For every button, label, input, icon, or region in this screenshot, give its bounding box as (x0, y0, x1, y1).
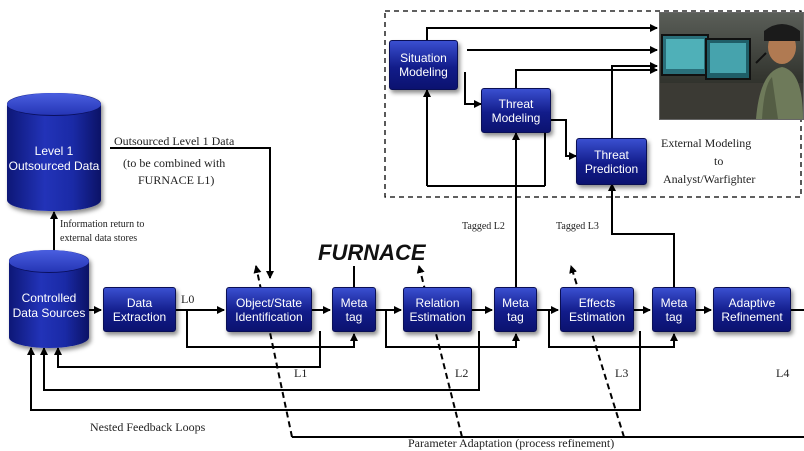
diagram-title: FURNACE (318, 240, 426, 266)
level1-outsourced-data-cylinder: Level 1 Outsourced Data (7, 93, 101, 211)
l0-label: L0 (181, 292, 194, 306)
outsourced-l1-label-line1: Outsourced Level 1 Data (114, 134, 234, 148)
threat-modeling-block: Threat Modeling (481, 88, 551, 133)
effects-estimation-block: Effects Estimation (560, 287, 634, 332)
analyst-photo-icon (659, 12, 804, 120)
meta-tag-1-block: Meta tag (332, 287, 376, 332)
level1-outsourced-label: Level 1 Outsourced Data (7, 144, 101, 174)
l4-label: L4 (776, 366, 789, 380)
relation-estimation-block: Relation Estimation (403, 287, 472, 332)
meta-tag-2-block: Meta tag (494, 287, 537, 332)
adaptive-refinement-block: Adaptive Refinement (713, 287, 791, 332)
meta-tag-3-block: Meta tag (652, 287, 696, 332)
outsourced-l1-label-line2: (to be combined with (123, 156, 225, 170)
external-modeling-label-line2: to (714, 154, 723, 168)
data-extraction-block: Data Extraction (103, 287, 176, 332)
situation-modeling-block: Situation Modeling (389, 40, 458, 90)
l1-label: L1 (294, 366, 307, 380)
outsourced-l1-label-line3: FURNACE L1) (138, 173, 214, 187)
info-return-label-line1: Information return to (60, 219, 144, 231)
nested-feedback-label: Nested Feedback Loops (90, 420, 205, 434)
external-modeling-label-line1: External Modeling (661, 136, 751, 150)
tagged-l2-label: Tagged L2 (462, 221, 505, 233)
external-modeling-label-line3: Analyst/Warfighter (663, 172, 755, 186)
tagged-l3-label: Tagged L3 (556, 221, 599, 233)
object-state-identification-block: Object/State Identification (226, 287, 312, 332)
l2-label: L2 (455, 366, 468, 380)
controlled-data-sources-label: Controlled Data Sources (9, 291, 89, 321)
info-return-label-line2: external data stores (60, 233, 137, 245)
controlled-data-sources-cylinder: Controlled Data Sources (9, 250, 89, 348)
parameter-adaptation-label: Parameter Adaptation (process refinement… (408, 436, 614, 450)
l3-label: L3 (615, 366, 628, 380)
threat-prediction-block: Threat Prediction (576, 138, 647, 185)
